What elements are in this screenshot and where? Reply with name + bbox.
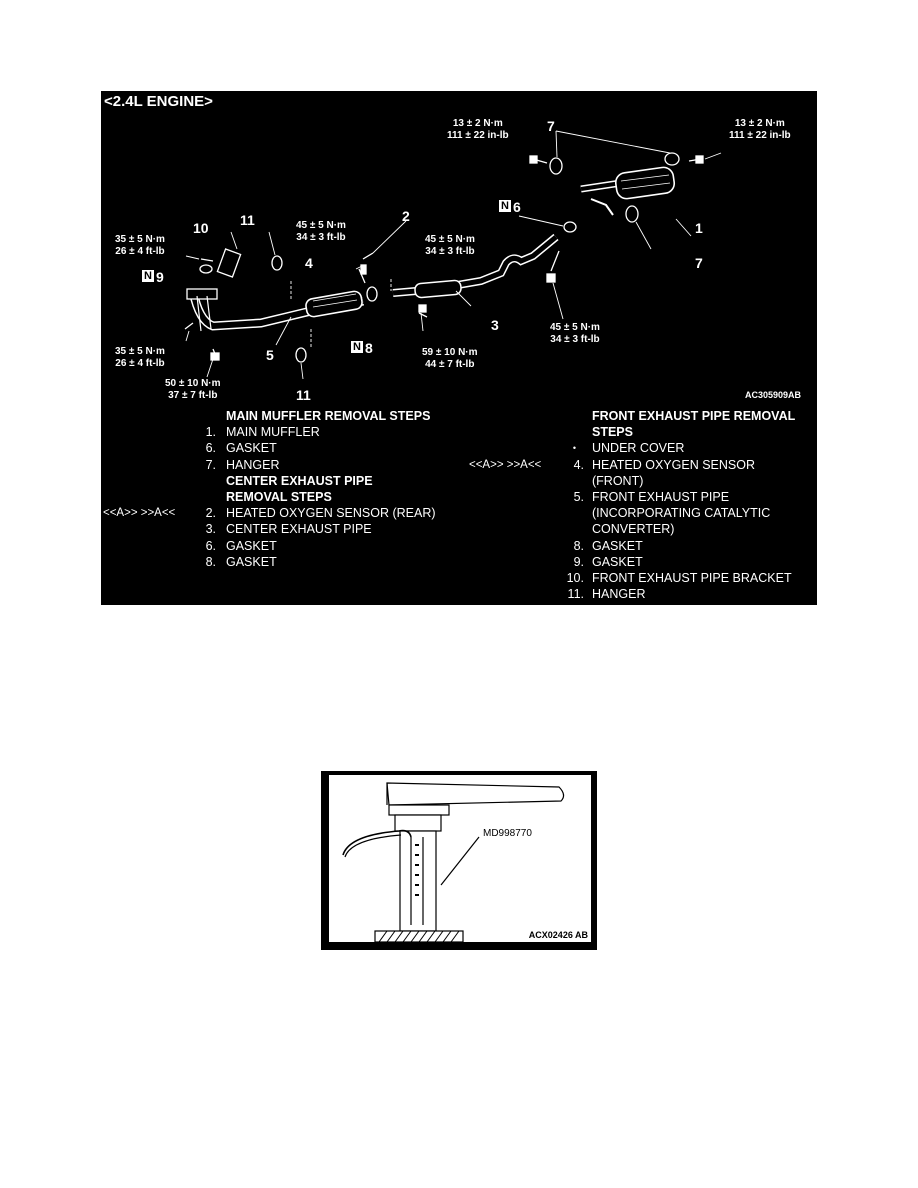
gasket-shape [366,286,378,302]
right-steps-list: FRONT EXHAUST PIPE REMOVAL STEPS • UNDER… [461,408,817,602]
callout-3: 3 [491,317,499,333]
jack-column-shape [399,830,437,932]
front-pipe-heading: FRONT EXHAUST PIPE REMOVAL [592,409,796,423]
list-item: 9. GASKET [573,554,643,569]
left-steps-list: MAIN MUFFLER REMOVAL STEPS 1. MAIN MUFFL… [101,408,461,570]
main-muffler-heading: MAIN MUFFLER REMOVAL STEPS [226,409,431,423]
special-tool-panel: MD998770 ACX02426 AB [329,775,591,942]
callout-10: 10 [193,220,209,236]
callout-11-top: 11 [240,212,255,228]
front-flange-shape [186,288,218,300]
list-item: 7. HANGER [205,457,280,472]
list-item: 8. GASKET [205,554,277,569]
callout-5: 5 [266,347,274,363]
figure-code: ACX02426 AB [528,930,588,940]
cable-shape [342,829,412,856]
tool-label: MD998770 [483,828,532,839]
callout-7-top: 7 [547,118,555,134]
front-bracket-shape [216,248,242,278]
list-item: 11. HANGER [567,587,646,602]
list-item: 3. CENTER EXHAUST PIPE [205,522,372,537]
front-pipe-heading-line2: STEPS [592,425,633,440]
list-item: (FRONT) [592,473,644,488]
center-pipe-heading-line2: REMOVAL STEPS [226,489,332,504]
list-item: CONVERTER) [592,522,675,537]
center-resonator-shape [414,279,462,299]
list-item: 10. FRONT EXHAUST PIPE BRACKET [566,570,792,585]
list-item: 1. MAIN MUFFLER [205,425,320,440]
callout-7-bottom: 7 [695,255,703,271]
list-item: <<A>> >>A<< 2. HEATED OXYGEN SENSOR (REA… [103,506,436,521]
list-item: (INCORPORATING CATALYTIC [592,506,771,521]
callout-11-bottom: 11 [296,387,311,403]
exhaust-pipe-shape [386,782,565,806]
exhaust-system-illustration [184,130,722,380]
center-pipe-heading: CENTER EXHAUST PIPE [226,473,373,488]
callout-1: 1 [695,220,703,236]
figure-code: AC305909AB [745,390,802,400]
jack-head-shape [388,804,450,816]
engine-title: <2.4L ENGINE> [104,93,213,110]
main-muffler-shape [614,166,676,200]
list-item: • UNDER COVER [572,441,685,456]
callout-4: 4 [305,255,313,271]
special-tool-figure: MD998770 ACX02426 AB [321,771,597,950]
list-item: 8. GASKET [573,538,643,553]
list-item: 6. GASKET [205,441,277,456]
special-tool-illustration [342,782,565,942]
list-item: <<A>> >>A<< 4. HEATED OXYGEN SENSOR [469,457,755,472]
callout-2: 2 [402,208,410,224]
list-item: 5. FRONT EXHAUST PIPE [573,489,730,504]
hanger-shape [549,157,563,175]
list-item: 6. GASKET [205,538,277,553]
